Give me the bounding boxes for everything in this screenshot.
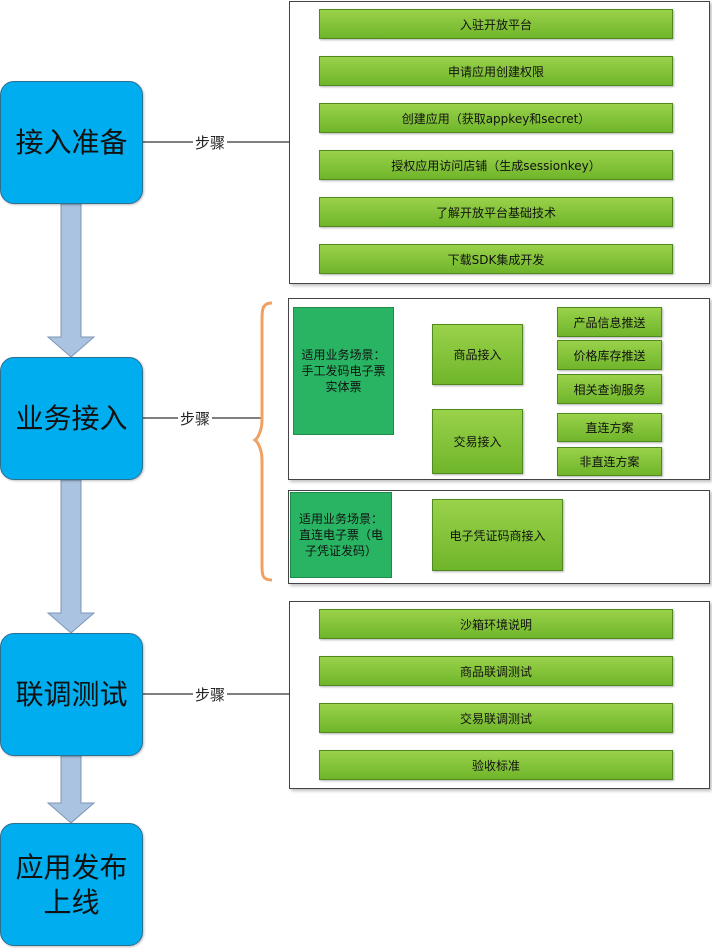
stage-label: 业务接入 <box>15 402 128 435</box>
goods-item: 相关查询服务 <box>557 374 662 404</box>
trade-access-box: 交易接入 <box>432 409 523 474</box>
stage-label: 联调测试 <box>15 678 128 711</box>
step-label: 步骤 <box>193 684 228 705</box>
stage-label: 应用发布 上线 <box>15 850 128 919</box>
test-step: 沙箱环境说明 <box>319 609 673 639</box>
stage-label: 接入准备 <box>15 126 128 159</box>
prep-step: 下载SDK集成开发 <box>319 244 673 274</box>
stage-business-access: 业务接入 <box>0 357 143 480</box>
prep-step: 申请应用创建权限 <box>319 56 673 86</box>
stage-release: 应用发布 上线 <box>0 823 143 946</box>
goods-access-box: 商品接入 <box>432 324 523 385</box>
stage-arrow-3 <box>46 755 96 824</box>
step-label: 步骤 <box>178 408 213 429</box>
trade-item: 非直连方案 <box>557 447 662 476</box>
goods-item: 价格库存推送 <box>557 340 662 370</box>
stage-joint-testing: 联调测试 <box>0 633 143 756</box>
prep-step: 授权应用访问店铺（生成sessionkey） <box>319 150 673 180</box>
business-bracket <box>252 301 273 582</box>
trade-item: 直连方案 <box>557 413 662 442</box>
prep-step: 创建应用（获取appkey和secret） <box>319 103 673 133</box>
prep-step: 入驻开放平台 <box>319 9 673 39</box>
prep-step: 了解开放平台基础技术 <box>319 197 673 227</box>
test-step: 商品联调测试 <box>319 656 673 686</box>
stage-arrow-1 <box>46 203 96 358</box>
scenario-box-manual: 适用业务场景： 手工发码电子票 实体票 <box>293 307 394 435</box>
stage-arrow-2 <box>46 479 96 634</box>
test-step: 验收标准 <box>319 750 673 780</box>
goods-item: 产品信息推送 <box>557 307 662 337</box>
step-label: 步骤 <box>193 132 228 153</box>
stage-access-prep: 接入准备 <box>0 81 143 204</box>
scenario-box-direct: 适用业务场景： 直连电子票（电 子凭证发码） <box>290 492 392 578</box>
test-step: 交易联调测试 <box>319 703 673 733</box>
ecode-access-box: 电子凭证码商接入 <box>432 499 563 571</box>
prep-steps-panel <box>289 1 710 284</box>
